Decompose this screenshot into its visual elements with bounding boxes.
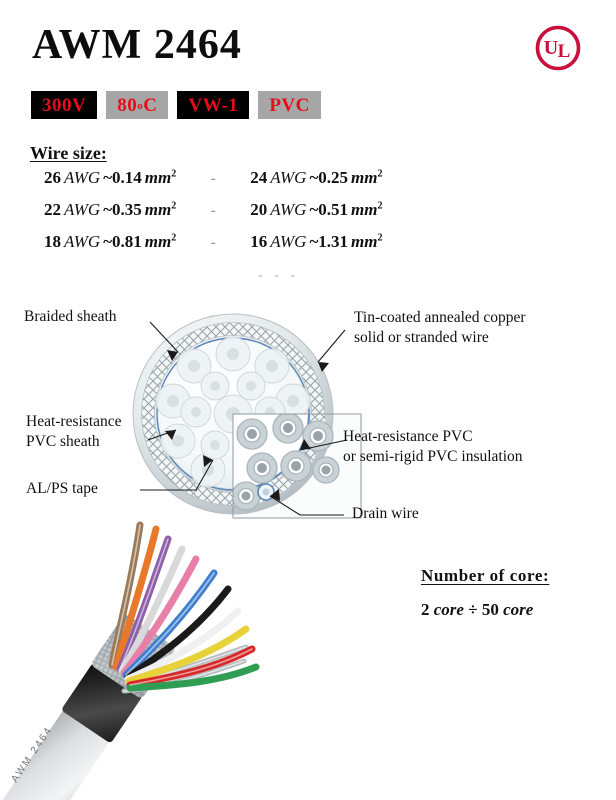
core-range-divider: ÷ xyxy=(468,600,478,619)
number-of-core-value: 2 core ÷ 50 core xyxy=(421,600,533,620)
awg-label: AWG xyxy=(270,168,307,187)
area-value: ~0.81 xyxy=(103,232,142,251)
core-max: 50 xyxy=(481,600,499,619)
badge-voltage: 300V xyxy=(31,91,98,119)
badge-material-label: PVC xyxy=(269,94,310,116)
leader-arrowheads xyxy=(165,350,329,501)
conductor-wire-highlights xyxy=(111,524,253,686)
area-unit: mm2 xyxy=(144,232,177,251)
badge-material: PVC xyxy=(258,91,321,119)
callout-al-ps-tape: AL/PS tape xyxy=(26,480,98,497)
badge-temperature-degree: o xyxy=(137,99,144,112)
area-value: ~1.31 xyxy=(309,232,349,251)
area-value: ~0.14 xyxy=(103,168,142,187)
range-separator: - xyxy=(210,235,216,251)
area-value: ~0.35 xyxy=(103,200,142,219)
area-unit: mm2 xyxy=(144,168,177,187)
cable-jacket xyxy=(0,703,114,800)
awg-value: 26 xyxy=(44,168,61,187)
area-unit: mm2 xyxy=(351,232,383,251)
badge-flame-rating: VW-1 xyxy=(177,91,250,119)
svg-text:U: U xyxy=(544,37,558,59)
range-separator: - xyxy=(210,171,216,187)
awg-value: 20 xyxy=(250,200,268,219)
awg-label: AWG xyxy=(64,200,101,219)
awg-label: AWG xyxy=(270,200,307,219)
core-min-unit: core xyxy=(433,600,464,619)
badge-temperature-unit: C xyxy=(143,94,158,116)
magnified-inset-panel xyxy=(233,414,361,518)
awg-value: 22 xyxy=(44,200,61,219)
callout-copper-line2: solid or stranded wire xyxy=(354,329,489,346)
area-unit: mm2 xyxy=(351,200,383,219)
number-of-core-heading: Number of core: xyxy=(421,566,550,585)
badge-flame-rating-label: VW-1 xyxy=(188,94,239,116)
awg-label: AWG xyxy=(270,232,307,251)
area-unit: mm2 xyxy=(351,168,383,187)
page-title: AWM 2464 xyxy=(32,22,242,68)
cable-cross-section-diagram: Braided sheath Heat-resistance PVC sheat… xyxy=(0,300,616,540)
callout-insulation-line1: Heat-resistance PVC xyxy=(343,428,473,445)
callout-insulation-line2: or semi-rigid PVC insulation xyxy=(343,448,523,465)
awg-value: 18 xyxy=(44,232,61,251)
badge-voltage-label: 300V xyxy=(42,94,87,116)
callout-pvc-sheath-line1: Heat-resistance xyxy=(26,413,122,430)
area-unit: mm2 xyxy=(144,200,177,219)
callout-drain-wire: Drain wire xyxy=(352,505,419,522)
callout-braided-sheath: Braided sheath xyxy=(24,308,117,325)
core-min: 2 xyxy=(421,600,430,619)
ul-certification-icon: U L xyxy=(534,24,582,72)
cable-product-photo: AWM 2464 xyxy=(0,515,280,800)
wire-size-heading: Wire size: xyxy=(30,143,107,163)
awg-value: 16 xyxy=(250,232,268,251)
area-value: ~0.25 xyxy=(309,168,349,187)
callout-pvc-sheath-line2: PVC sheath xyxy=(26,433,100,450)
callout-copper-line1: Tin-coated annealed copper xyxy=(354,309,526,326)
area-value: ~0.51 xyxy=(309,200,349,219)
awg-value: 24 xyxy=(250,168,268,187)
core-max-unit: core xyxy=(503,600,534,619)
wire-size-ellipsis: - - - xyxy=(258,268,299,283)
badge-temperature-label: 80 xyxy=(117,94,138,116)
svg-text:L: L xyxy=(558,41,571,62)
awg-label: AWG xyxy=(64,232,101,251)
awg-label: AWG xyxy=(64,168,101,187)
range-separator: - xyxy=(210,203,216,219)
